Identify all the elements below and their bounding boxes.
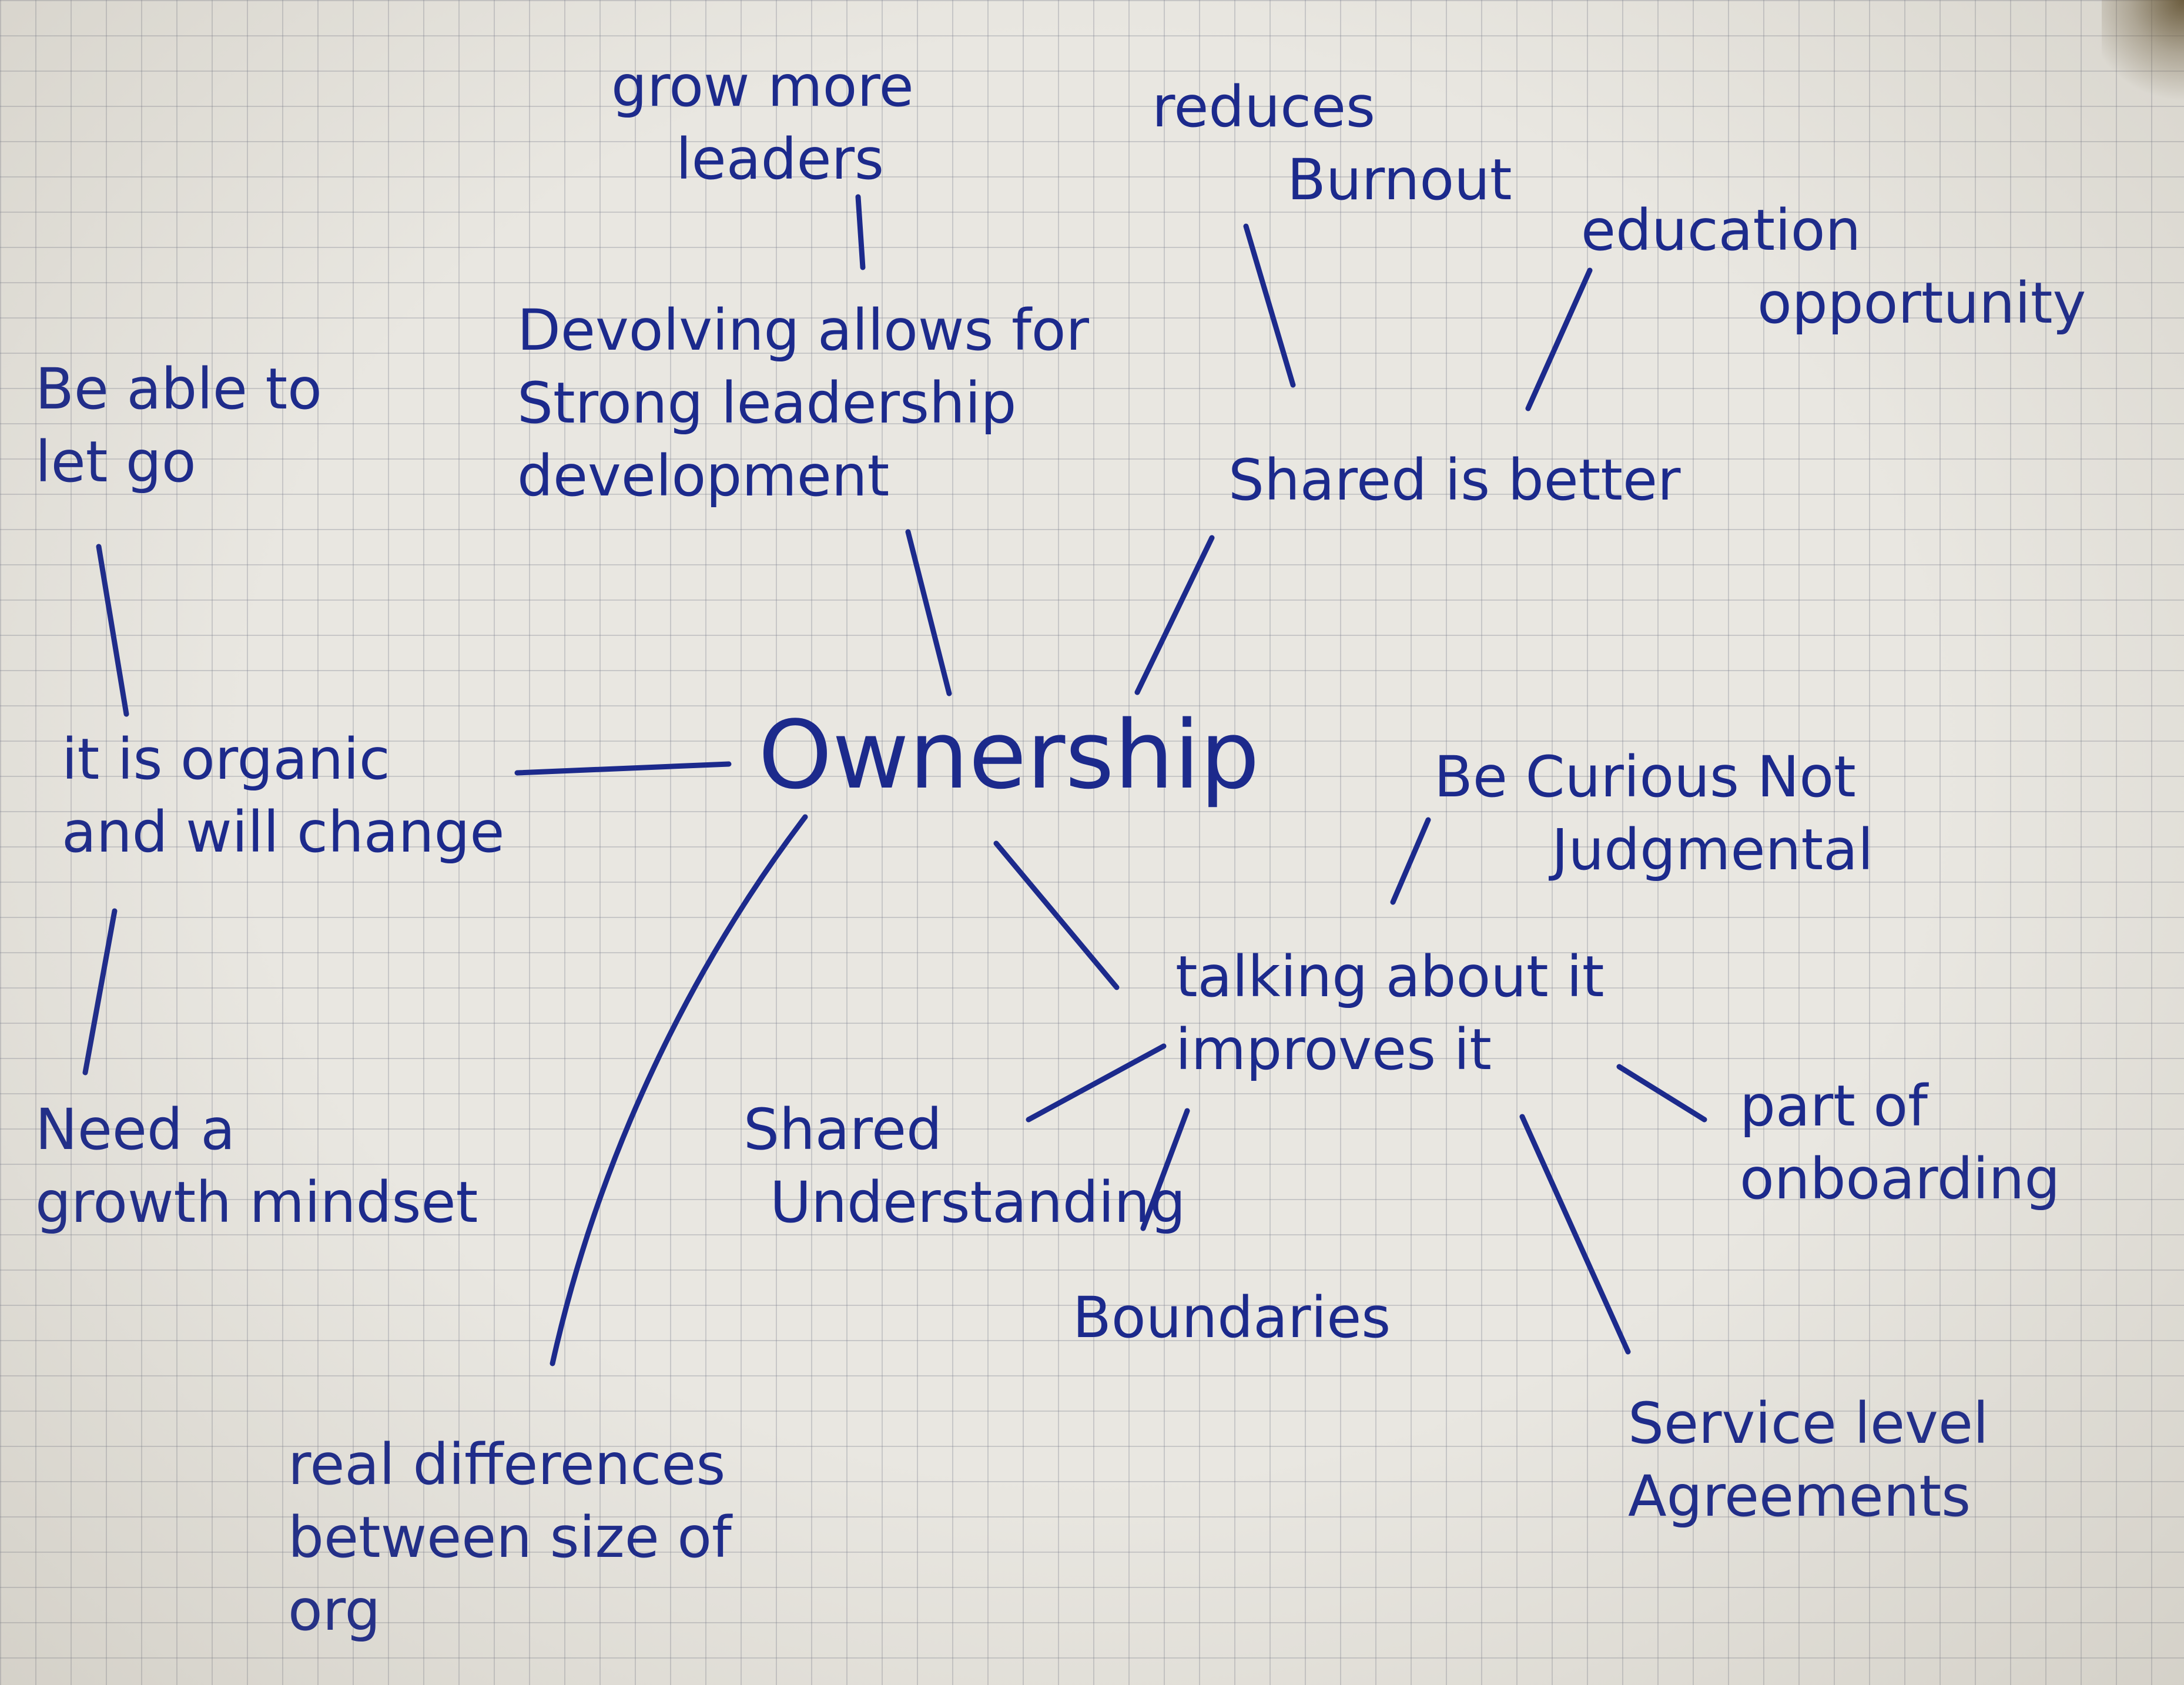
talking-about-it-node: talking about it improves it xyxy=(1175,940,1604,1086)
reduces-burnout-node: reduces Burnout xyxy=(1152,71,1512,216)
boundaries-line-1: Boundaries xyxy=(1073,1285,1391,1351)
service-level-agreements-node: Service level Agreements xyxy=(1628,1387,1989,1533)
organic-line-2: and will change xyxy=(62,799,505,865)
curious-line-1: Be Curious Not xyxy=(1434,744,1856,810)
organic-line-1: it is organic xyxy=(62,726,390,792)
shared-understanding-line-2: Understanding xyxy=(770,1170,1186,1235)
curious-line-2: Judgmental xyxy=(1552,817,1874,883)
link-organic-mindset xyxy=(82,908,118,1076)
link-burnout-shared xyxy=(1243,223,1296,388)
onboarding-line-1: part of xyxy=(1740,1073,1928,1139)
link-curious-talking xyxy=(1390,817,1431,905)
sla-line-2: Agreements xyxy=(1628,1463,1971,1529)
be-able-to-let-go-node: Be able to let go xyxy=(35,353,322,498)
shared-understanding-node: Shared Understanding xyxy=(743,1093,1185,1239)
talking-line-1: talking about it xyxy=(1175,944,1604,1010)
devolving-line-2: Strong leadership xyxy=(517,370,1017,436)
link-education-shared xyxy=(1525,267,1593,411)
education-line-2: opportunity xyxy=(1757,270,2086,336)
real-differences-line-2: between size of xyxy=(288,1505,732,1570)
link-organic-ownership xyxy=(514,761,732,776)
reduces-burnout-line-1: reduces xyxy=(1152,74,1376,140)
be-curious-node: Be Curious Not Judgmental xyxy=(1434,741,1874,886)
link-talking-onboarding xyxy=(1616,1064,1707,1123)
devolving-line-3: development xyxy=(517,443,890,509)
part-of-onboarding-node: part of onboarding xyxy=(1740,1070,2060,1215)
shared-is-better-line-1: Shared is better xyxy=(1228,447,1681,513)
link-grow-leaders xyxy=(855,194,866,270)
link-talking-boundaries xyxy=(1140,1108,1190,1231)
real-differences-line-1: real differences xyxy=(288,1432,726,1498)
grow-more-leaders-line-2: leaders xyxy=(676,126,885,192)
link-letgo-organic xyxy=(96,544,129,717)
growth-mindset-node: Need a growth mindset xyxy=(35,1093,478,1239)
devolving-line-1: Devolving allows for xyxy=(517,297,1089,363)
let-go-line-2: let go xyxy=(35,429,196,495)
link-talking-sla xyxy=(1519,1114,1631,1355)
reduces-burnout-line-2: Burnout xyxy=(1287,147,1512,213)
devolving-node: Devolving allows for Strong leadership d… xyxy=(517,294,1089,512)
ownership-title: Ownership xyxy=(758,700,1260,810)
paper-shadow xyxy=(2102,0,2184,106)
talking-line-2: improves it xyxy=(1175,1017,1492,1083)
growth-mindset-line-2: growth mindset xyxy=(35,1170,478,1235)
let-go-line-1: Be able to xyxy=(35,356,322,422)
shared-is-better-node: Shared is better xyxy=(1228,444,1681,517)
link-talking-shared-understanding xyxy=(1026,1043,1167,1123)
shared-understanding-line-1: Shared xyxy=(743,1097,942,1163)
education-opportunity-node: education opportunity xyxy=(1581,194,2086,340)
boundaries-node: Boundaries xyxy=(1073,1281,1391,1354)
sla-line-1: Service level xyxy=(1628,1391,1989,1456)
ownership-center-node: Ownership xyxy=(758,705,1260,805)
organic-node: it is organic and will change xyxy=(62,723,504,869)
grow-more-leaders-node: grow more leaders xyxy=(611,50,914,196)
onboarding-line-2: onboarding xyxy=(1740,1146,2061,1212)
real-differences-node: real differences between size of org xyxy=(288,1428,732,1647)
link-ownership-talking xyxy=(993,840,1120,990)
link-ownership-differences xyxy=(550,814,808,1366)
link-shared-better-ownership xyxy=(1134,535,1215,695)
growth-mindset-line-1: Need a xyxy=(35,1097,236,1163)
grow-more-leaders-line-1: grow more xyxy=(611,53,914,119)
real-differences-line-3: org xyxy=(288,1577,381,1643)
link-devolving-ownership xyxy=(905,529,952,696)
education-line-1: education xyxy=(1581,197,1861,263)
